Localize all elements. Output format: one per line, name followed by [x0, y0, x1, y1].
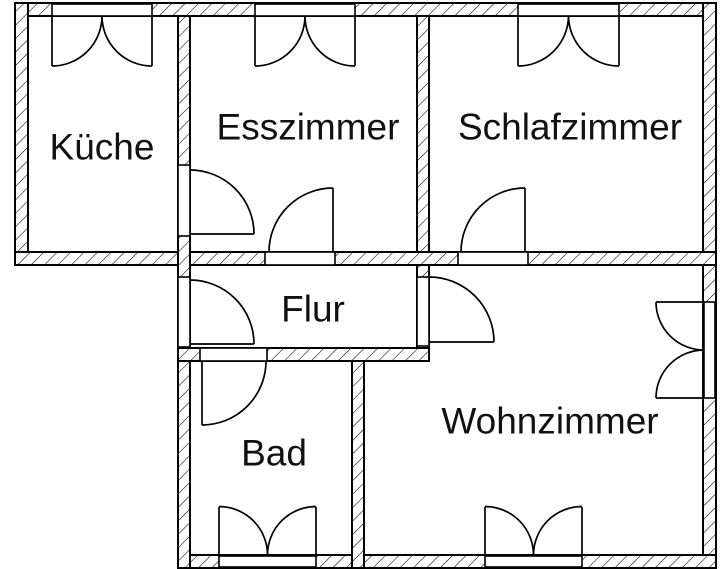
window-opening-wohnzimmer-bottom: [484, 555, 583, 568]
door-opening-esszimmer-flur: [264, 251, 336, 266]
door-arc-kueche-esszimmer: [189, 169, 255, 235]
door-opening-schlafzimmer: [457, 251, 529, 266]
door-arc-bad: [201, 360, 267, 426]
window-opening-wohnzimmer-right: [703, 301, 716, 399]
window-casement-wohnzimmer-bottom: [484, 505, 583, 556]
wall-exterior-left: [14, 2, 29, 266]
room-label-flur: Flur: [281, 289, 345, 330]
window-casement-kueche: [51, 15, 153, 67]
door-arc-flur-entrance: [189, 279, 255, 345]
door-opening-bad: [199, 347, 268, 362]
door-arc-esszimmer-flur: [268, 187, 334, 253]
window-casement-schlafzimmer: [517, 15, 620, 67]
door-openings: [177, 164, 529, 362]
room-label-wohnzimmer: Wohnzimmer: [441, 401, 658, 442]
wall-bad-wohnzimmer: [351, 360, 365, 569]
wall-horizontal-mid: [14, 251, 717, 266]
door-arc-schlafzimmer: [460, 187, 526, 253]
wall-exterior-right: [702, 2, 717, 569]
wall-esszimmer-schlafzimmer: [416, 15, 430, 253]
door-arc-flur-wohnzimmer: [428, 276, 495, 343]
room-label-esszimmer: Esszimmer: [217, 107, 400, 148]
walls: [14, 2, 717, 569]
window-symbols: [51, 15, 705, 556]
room-label-kueche: Küche: [50, 127, 155, 168]
room-label-schlafzimmer: Schlafzimmer: [458, 107, 682, 148]
window-opening-bad: [218, 555, 317, 568]
door-symbols: [189, 169, 526, 426]
window-opening-kueche: [51, 3, 153, 17]
window-opening-esszimmer: [254, 3, 356, 17]
window-casement-bad: [218, 505, 317, 556]
window-opening-schlafzimmer: [517, 3, 620, 17]
window-casement-wohnzimmer-right: [655, 301, 705, 399]
door-opening-flur-entrance: [177, 276, 191, 348]
room-labels: Küche Esszimmer Schlafzimmer Flur Bad Wo…: [50, 107, 683, 474]
window-openings: [51, 3, 716, 568]
door-opening-flur-wohnzimmer: [416, 276, 430, 347]
door-opening-kueche-esszimmer: [177, 164, 191, 237]
room-label-bad: Bad: [241, 433, 307, 474]
window-casement-esszimmer: [254, 15, 356, 67]
